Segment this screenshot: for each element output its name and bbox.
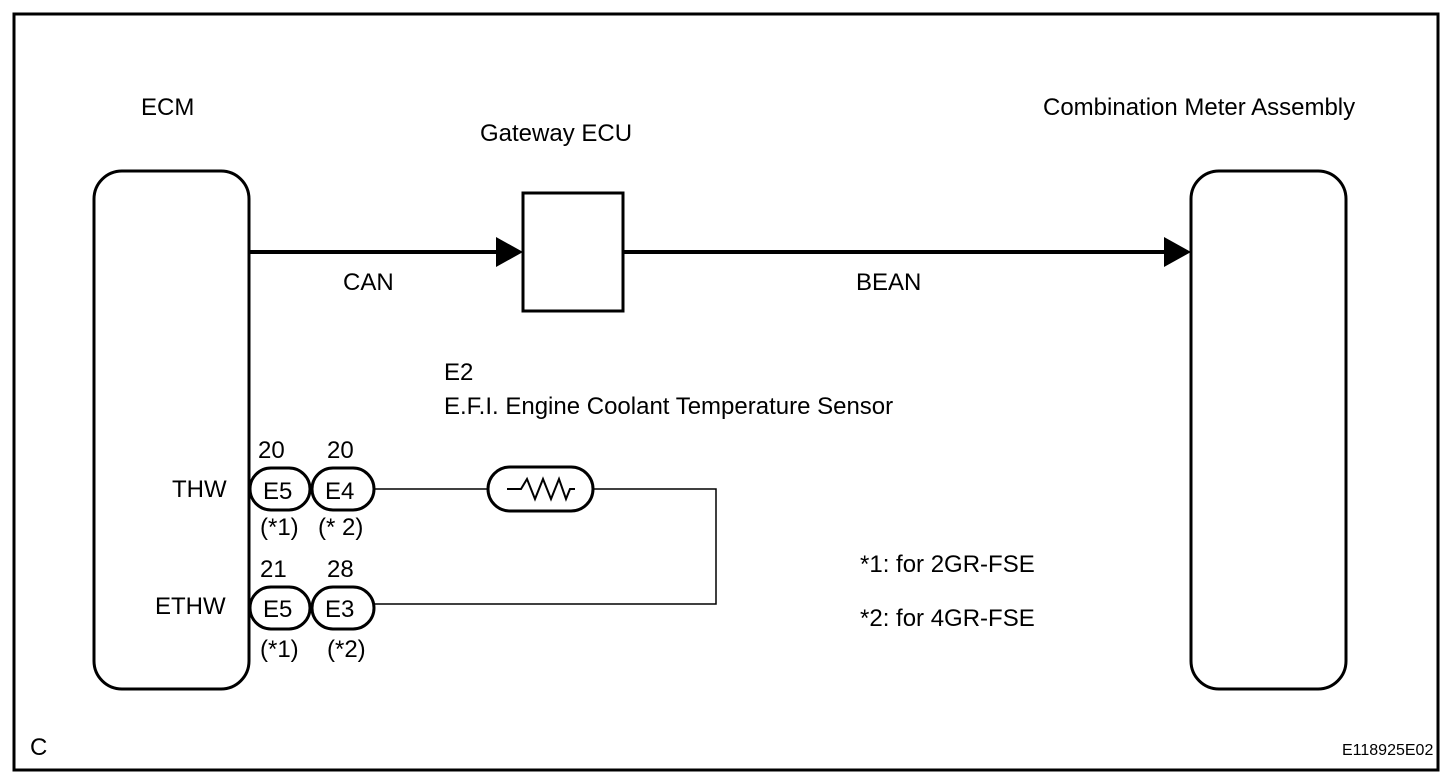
pin-number: 20 bbox=[258, 437, 285, 464]
gateway-title: Gateway ECU bbox=[480, 120, 632, 147]
figure-id: E118925E02 bbox=[1342, 742, 1433, 759]
resistor-icon bbox=[507, 476, 575, 502]
connector-e3-ethw bbox=[310, 585, 376, 631]
connector-label: E3 bbox=[325, 596, 354, 623]
bean-label: BEAN bbox=[856, 269, 921, 296]
pin-number: 21 bbox=[260, 556, 287, 583]
connector-label: E5 bbox=[263, 596, 292, 623]
sensor-name: E.F.I. Engine Coolant Temperature Sensor bbox=[444, 393, 893, 420]
gateway-box bbox=[521, 191, 625, 313]
connector-label: E5 bbox=[263, 478, 292, 505]
connector-e5-thw bbox=[248, 466, 312, 512]
variant-note: (*2) bbox=[327, 636, 366, 663]
connector-e5-ethw bbox=[248, 585, 312, 631]
variant-note: (*1) bbox=[260, 514, 299, 541]
pin-number: 20 bbox=[327, 437, 354, 464]
bean-arrow-icon bbox=[1164, 237, 1191, 267]
thermistor-body bbox=[486, 465, 595, 513]
ecm-box bbox=[92, 169, 251, 691]
meter-box bbox=[1189, 169, 1348, 691]
sensor-wire bbox=[374, 488, 717, 605]
ecm-title: ECM bbox=[141, 94, 194, 121]
can-arrow-icon bbox=[496, 237, 523, 267]
note-2: *2: for 4GR-FSE bbox=[860, 605, 1035, 632]
note-1: *1: for 2GR-FSE bbox=[860, 551, 1035, 578]
variant-note: (*1) bbox=[260, 636, 299, 663]
signal-label-thw: THW bbox=[172, 476, 227, 503]
sensor-code: E2 bbox=[444, 359, 473, 386]
variant-note: (* 2) bbox=[318, 514, 363, 541]
can-label: CAN bbox=[343, 269, 394, 296]
meter-title: Combination Meter Assembly bbox=[1043, 94, 1355, 121]
signal-label-ethw: ETHW bbox=[155, 593, 226, 620]
pin-number: 28 bbox=[327, 556, 354, 583]
connector-label: E4 bbox=[325, 478, 354, 505]
corner-letter: C bbox=[30, 734, 47, 761]
diagram-frame bbox=[12, 12, 1440, 772]
